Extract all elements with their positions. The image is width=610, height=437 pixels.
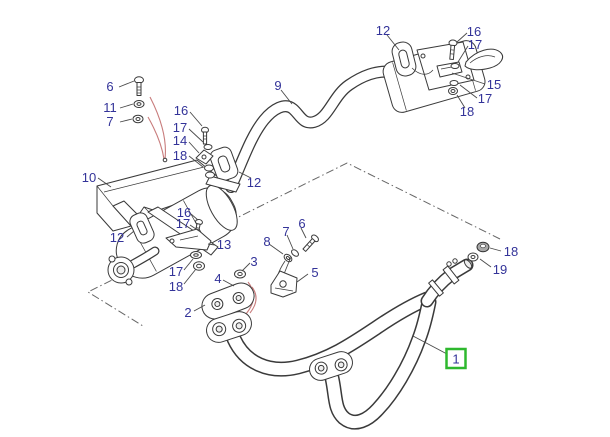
callout-10[interactable]: 10 (82, 170, 96, 185)
callout-labels: 6 11 7 16 17 14 18 10 12 9 12 16 17 15 1… (82, 23, 518, 367)
gasket-2 (201, 282, 255, 320)
callout-13[interactable]: 13 (217, 237, 231, 252)
callout-3[interactable]: 3 (250, 254, 257, 269)
nut-18-low (193, 261, 205, 271)
callout-18-rear[interactable]: 18 (460, 104, 474, 119)
callout-7-heatshield[interactable]: 7 (106, 114, 113, 129)
callout-18-center[interactable]: 18 (173, 148, 187, 163)
bolt-16-center (201, 126, 209, 145)
pipe-tip (463, 259, 473, 269)
callout-14[interactable]: 14 (173, 133, 187, 148)
callout-18-low[interactable]: 18 (169, 279, 183, 294)
washer-19 (467, 252, 479, 262)
callout-18-grommet[interactable]: 18 (504, 244, 518, 259)
callout-11[interactable]: 11 (103, 100, 117, 115)
callout-12-rear[interactable]: 12 (376, 23, 390, 38)
callout-16-center[interactable]: 16 (174, 103, 188, 118)
callout-17-bracket[interactable]: 17 (176, 216, 190, 231)
washer-17-low (190, 251, 202, 259)
bracket-5 (270, 270, 298, 298)
callout-4[interactable]: 4 (214, 271, 221, 286)
washer-17-rear-top (450, 63, 460, 69)
callout-15[interactable]: 15 (487, 77, 501, 92)
shield-bolt-hole (162, 157, 168, 163)
callout-2[interactable]: 2 (184, 305, 191, 320)
rear-muffler-assembly (382, 39, 504, 113)
clip-14 (195, 149, 214, 165)
downpipe (206, 258, 474, 430)
rubber-mount-rear (391, 41, 417, 77)
tailpipe-fishtail (464, 48, 504, 71)
callout-16-bracket[interactable]: 16 (177, 205, 191, 220)
callout-5[interactable]: 5 (311, 265, 318, 280)
callout-9[interactable]: 9 (274, 78, 281, 93)
washer-17-center (203, 144, 213, 150)
leader-lines (97, 32, 502, 355)
callout-1-highlighted[interactable]: 1 (452, 352, 459, 367)
callout-6-manifold[interactable]: 6 (298, 216, 305, 231)
grommet-18 (476, 241, 490, 253)
callout-12-center-left[interactable]: 12 (110, 230, 124, 245)
washer-17-rear-bottom (449, 80, 459, 86)
bolt-6-heatshield (134, 76, 144, 96)
callout-8[interactable]: 8 (263, 234, 270, 249)
flange-lower (309, 351, 353, 381)
flange-upper (206, 311, 252, 343)
callout-7-manifold[interactable]: 7 (282, 224, 289, 239)
nut-18-rear (448, 87, 458, 95)
callout-17-center[interactable]: 17 (173, 120, 187, 135)
intermediate-pipe (225, 65, 396, 193)
nut-7-heatshield (132, 114, 144, 124)
callout-12-center-right[interactable]: 12 (247, 175, 261, 190)
bolt-16-rear (448, 39, 458, 60)
rubber-mount-center-right (209, 146, 239, 182)
bolt-6-manifold (302, 234, 319, 252)
callout-16-rear[interactable]: 16 (467, 24, 481, 39)
callout-19[interactable]: 19 (493, 262, 507, 277)
pipe-sleeve (428, 279, 444, 297)
washer-7-manifold (291, 249, 299, 257)
highlighted-part-box[interactable] (445, 347, 467, 370)
washer-11 (133, 100, 145, 108)
callout-17-rear-top[interactable]: 17 (468, 37, 482, 52)
center-muffler (107, 184, 238, 286)
callout-17-low[interactable]: 17 (169, 264, 183, 279)
washers-18-center (204, 164, 215, 179)
rubber-mount-center-left (129, 212, 155, 244)
washer-3 (234, 269, 246, 279)
mount-foot-bracket (205, 175, 241, 193)
callout-6-heatshield[interactable]: 6 (106, 79, 113, 94)
pipe-clamp (442, 265, 460, 285)
callout-17-rear-bottom[interactable]: 17 (478, 91, 492, 106)
bracket-13 (165, 228, 212, 251)
